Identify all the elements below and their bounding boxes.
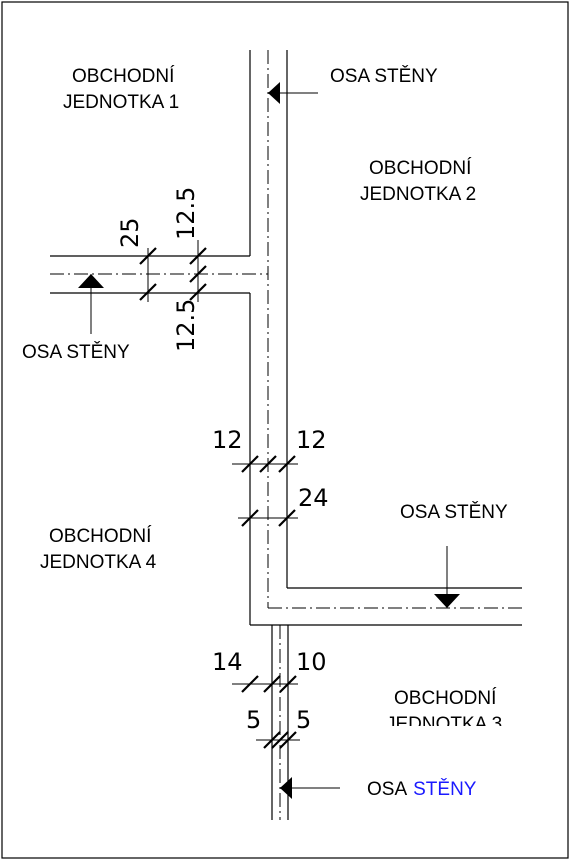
dim-5-right: 5 — [296, 706, 311, 734]
unit1-label-line1: OBCHODNÍ — [72, 66, 175, 87]
dim-25: 25 — [116, 217, 144, 248]
axis-marker-right — [434, 546, 460, 608]
axis-marker-top — [268, 82, 318, 104]
unit3-label-line2: JEDNOTKA 3 — [386, 714, 502, 735]
axis-label-top: OSA STĚNY — [330, 65, 438, 87]
unit3-label-line1: OBCHODNÍ — [394, 688, 497, 709]
dim-12-right: 12 — [296, 426, 327, 454]
axis-label-bottom: OSA STĚNY — [367, 778, 477, 800]
axis-label-bottom-b: STĚNY — [413, 778, 477, 800]
dim-10: 10 — [296, 648, 327, 676]
axis-label-left: OSA STĚNY — [22, 341, 130, 363]
axis-marker-bottom — [280, 777, 340, 799]
dimension-14-10 — [232, 675, 298, 693]
axis-label-bottom-a: OSA — [367, 779, 407, 800]
dim-14: 14 — [212, 648, 243, 676]
wall-lines — [50, 50, 522, 820]
axis-label-right: OSA STĚNY — [400, 501, 508, 523]
dim-5-left: 5 — [246, 706, 261, 734]
dimension-horizontal-wall — [139, 240, 207, 302]
unit2-label-line1: OBCHODNÍ — [369, 158, 472, 179]
axis-marker-left — [78, 274, 104, 334]
dimension-24 — [238, 509, 298, 527]
dim-24: 24 — [298, 484, 329, 512]
dim-12-left: 12 — [212, 426, 243, 454]
dimension-12-12 — [232, 455, 298, 473]
dim-12-5-bottom: 12.5 — [172, 299, 200, 352]
unit2-label-line2: JEDNOTKA 2 — [360, 184, 476, 205]
dim-12-5-top: 12.5 — [172, 187, 200, 240]
unit4-label-line1: OBCHODNÍ — [49, 526, 152, 547]
unit1-label-line2: JEDNOTKA 1 — [63, 92, 179, 113]
dimension-5-5 — [256, 731, 300, 749]
unit4-label-line2: JEDNOTKA 4 — [40, 552, 157, 573]
